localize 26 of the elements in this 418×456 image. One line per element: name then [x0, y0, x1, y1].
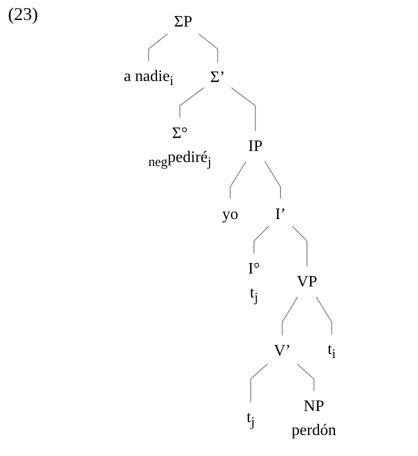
connector: [292, 226, 308, 267]
connector: [264, 161, 281, 200]
node-text: VP: [296, 272, 318, 291]
node-text: I° t$_{j}$: [248, 260, 260, 305]
connector: [254, 226, 270, 254]
connector: [148, 33, 168, 62]
connector: [250, 364, 268, 402]
node-text: t$_{i}$: [328, 340, 336, 362]
node-text: I’: [275, 205, 286, 223]
node-text: IP: [248, 137, 263, 156]
connector: [296, 364, 314, 392]
node-text: t$_{j}$: [246, 408, 255, 430]
example-number: (23): [8, 4, 38, 25]
node-text: Σ’: [210, 68, 225, 86]
node-text: Σ° $_{neg}$pediré$_{j}$: [148, 124, 212, 170]
connector: [282, 296, 298, 336]
connector: [179, 87, 204, 118]
node-text: yo: [222, 205, 238, 223]
connector: [198, 33, 218, 63]
node-text: ΣP: [174, 12, 192, 30]
connector: [230, 161, 246, 200]
node-text: V’: [274, 342, 291, 360]
connector: [230, 87, 256, 132]
node-text: NP perdón: [292, 398, 336, 440]
connector: [316, 296, 332, 335]
node-text: a nadie$_{i}$: [124, 67, 174, 88]
